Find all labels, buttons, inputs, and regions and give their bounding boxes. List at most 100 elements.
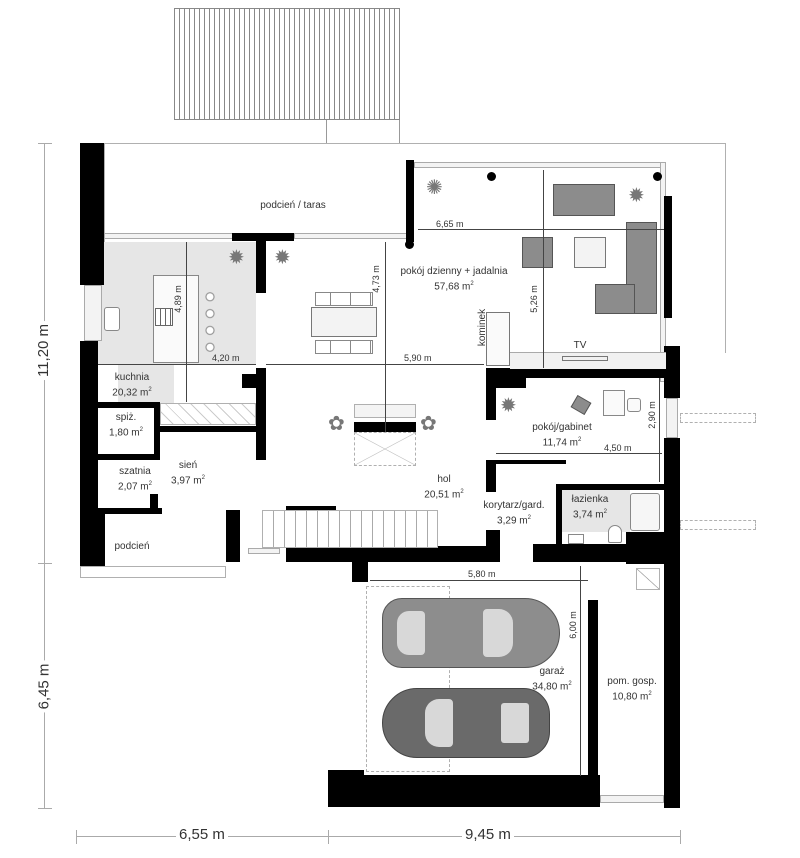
dimension-line <box>543 170 544 368</box>
pergola-beam <box>680 520 756 530</box>
dimension-line <box>418 229 664 230</box>
wall <box>486 368 680 378</box>
tick <box>328 830 329 844</box>
pergola-post <box>399 120 400 144</box>
wall <box>486 530 500 550</box>
plant-icon: ✺ <box>426 177 443 199</box>
wall <box>664 378 680 398</box>
wall <box>486 368 526 388</box>
tick <box>76 830 77 844</box>
plant-icon: ✹ <box>628 185 645 207</box>
dining-chairs <box>315 292 373 306</box>
wall <box>486 368 496 420</box>
wall <box>328 770 364 780</box>
wall <box>664 790 680 808</box>
desk <box>603 390 625 416</box>
wall <box>664 196 672 318</box>
window <box>84 285 102 341</box>
wall <box>556 484 562 554</box>
shower-icon <box>630 493 660 531</box>
staircase <box>262 510 438 548</box>
wall <box>406 160 414 242</box>
car-sedan <box>382 598 560 668</box>
wall <box>664 438 680 808</box>
sofa <box>553 184 615 216</box>
wall <box>242 374 256 388</box>
wall <box>98 454 160 460</box>
overall-dim-bottom-right: 9,45 m <box>462 826 514 843</box>
dim-living-depth: 5,26 m <box>528 285 539 313</box>
cooktop-icon <box>155 308 173 326</box>
dimension-line <box>370 580 588 581</box>
plant-icon: ✿ <box>328 413 345 435</box>
plant-icon: ✿ <box>420 413 437 435</box>
plant-icon: ✹ <box>228 247 245 269</box>
wall <box>256 368 266 460</box>
wall <box>556 484 666 490</box>
dim-hall-width: 5,90 m <box>404 353 432 363</box>
pergola-beam <box>680 413 756 423</box>
wall <box>150 494 158 514</box>
dining-chairs <box>315 340 373 354</box>
column <box>653 172 662 181</box>
wall <box>80 510 105 566</box>
toilet-icon <box>608 525 622 543</box>
kitchen-floor <box>118 364 174 404</box>
dim-dining-depth: 4,73 m <box>370 265 381 293</box>
tick <box>38 808 52 809</box>
fixture-label-tv: TV <box>573 340 587 351</box>
wall <box>286 506 336 512</box>
washbasin-icon <box>568 534 584 544</box>
pergola <box>174 8 400 120</box>
overall-dim-left-top: 11,20 m <box>35 320 53 381</box>
dim-kitchen-depth: 4,89 m <box>172 285 183 313</box>
dim-office-depth: 2,90 m <box>646 401 657 429</box>
bar-stools <box>205 292 215 352</box>
tick <box>38 143 52 144</box>
wall <box>98 402 158 408</box>
boiler <box>636 568 660 590</box>
dim-garage-width: 5,80 m <box>468 569 496 579</box>
room-label-porch: podcień <box>114 541 150 552</box>
pergola-post <box>326 120 327 144</box>
overall-dim-bottom-left: 6,55 m <box>176 826 228 843</box>
dim-garage-depth: 6,00 m <box>567 611 578 639</box>
tick <box>38 563 52 564</box>
window-sliding <box>414 162 664 168</box>
fireplace <box>486 312 510 366</box>
wall <box>286 546 500 562</box>
wall <box>80 143 104 285</box>
wall <box>486 460 566 464</box>
tick <box>680 830 681 844</box>
dimension-line <box>496 453 662 454</box>
overall-dimension-line <box>76 836 680 837</box>
column <box>405 240 414 249</box>
armchair <box>522 237 553 268</box>
window-sliding <box>294 233 412 239</box>
wall <box>154 426 258 432</box>
window <box>666 398 678 438</box>
wall <box>486 460 496 492</box>
wall <box>226 510 240 562</box>
window <box>248 548 280 554</box>
wall <box>588 600 598 800</box>
dimension-line <box>266 364 484 365</box>
fixture-label-fireplace: kominek <box>477 308 489 347</box>
wall <box>80 341 98 566</box>
skylight-void <box>354 432 416 466</box>
dim-office-width: 4,50 m <box>604 443 632 453</box>
dimension-line <box>659 378 660 482</box>
armchair <box>570 394 592 416</box>
wall <box>328 775 600 807</box>
room-label-corridor: korytarz/gard.3,29 m2 <box>483 500 545 527</box>
wall <box>98 508 162 514</box>
sink-icon <box>104 307 120 331</box>
room-label-pantry: spiż.1,80 m2 <box>109 412 143 439</box>
corner-sofa <box>595 284 635 314</box>
